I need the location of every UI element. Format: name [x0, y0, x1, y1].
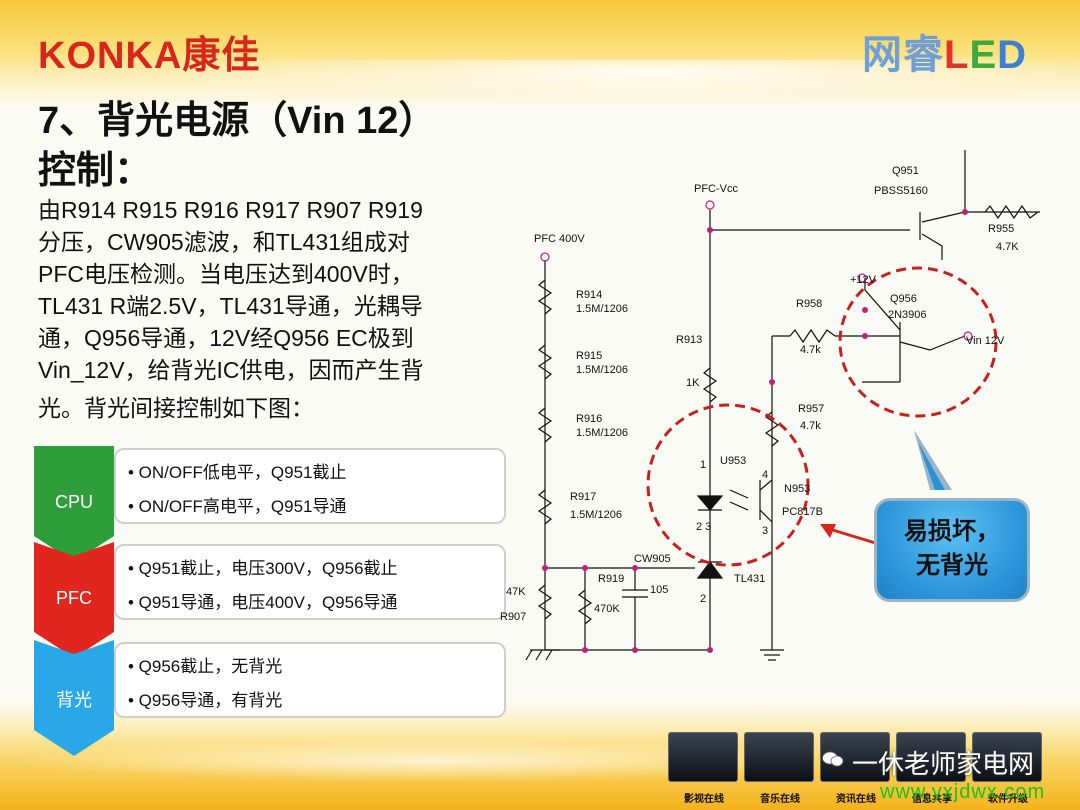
slide-body: 由R914 R915 R916 R917 R907 R919 分压，CW905滤…	[38, 194, 494, 424]
label-r907-val: 47K	[506, 586, 526, 598]
label-r919: R919	[598, 573, 624, 585]
row-box-cpu: • ON/OFF低电平，Q951截止 • ON/OFF高电平，Q951导通	[114, 448, 506, 524]
tile-update-icon	[972, 732, 1042, 782]
bullet: • ON/OFF低电平，Q951截止	[128, 463, 347, 482]
body-line: Vin_12V，给背光IC供电，因而产生背	[38, 357, 424, 383]
label-pfc-vcc: PFC-Vcc	[694, 183, 739, 195]
bullet: • ON/OFF高电平，Q951导通	[128, 497, 347, 516]
table-row-pfc: PFC • Q951截止，电压300V，Q956截止 • Q951导通，电压40…	[34, 542, 506, 658]
label-r957: R957	[798, 403, 824, 415]
konka-logo: KONKA康佳	[38, 35, 261, 77]
body-line: TL431 R端2.5V，TL431导通，光耦导	[38, 293, 423, 319]
watermark-text: 一休老师家电网	[852, 749, 1035, 779]
tile-label: 信息共享	[912, 794, 952, 805]
label-c105: 105	[650, 584, 668, 596]
row-label-pfc: PFC	[56, 588, 92, 608]
wires	[525, 150, 1040, 661]
label-p12v: +12V	[850, 274, 877, 286]
warning-callout: 易损坏， 无背光	[874, 498, 1030, 602]
tile-label: 资讯在线	[836, 794, 876, 805]
highlight-ring-q956	[838, 266, 998, 418]
body-line: 由R914 R915 R916 R917 R907 R919	[38, 197, 423, 223]
led-logo: 网睿LED	[862, 33, 1028, 77]
label-pbss: PBSS5160	[874, 185, 928, 197]
callout-pointer-fill	[918, 442, 945, 490]
tile-music-icon	[744, 732, 814, 782]
label-q951: Q951	[892, 165, 919, 177]
table-row-cpu: CPU • ON/OFF低电平，Q951截止 • ON/OFF高电平，Q951导…	[34, 446, 506, 562]
wechat-icon	[822, 751, 844, 767]
bullet: • Q951截止，电压300V，Q956截止	[128, 559, 398, 578]
bullet: • Q951导通，电压400V，Q956导通	[128, 593, 398, 612]
table-row-backlight: 背光 • Q956截止，无背光 • Q956导通，有背光	[34, 640, 506, 756]
label-r917-val: 1.5M/1206	[570, 509, 622, 521]
row-box-backlight: • Q956截止，无背光 • Q956导通，有背光	[114, 642, 506, 718]
highlight-ring-optocoupler	[646, 403, 810, 567]
label-r914-val: 1.5M/1206	[576, 303, 628, 315]
label-cw905: CW905	[634, 553, 671, 565]
label-pin4: 4	[762, 469, 768, 481]
label-pc817: PC817B	[782, 506, 823, 518]
label-pin1: 1	[700, 459, 706, 471]
label-r958: R958	[796, 298, 822, 310]
label-pin23: 2 3	[696, 521, 711, 533]
label-r916: R916	[576, 413, 602, 425]
callout-pointer	[914, 430, 952, 490]
chevron-backlight	[34, 640, 114, 756]
label-r957-val: 4.7k	[800, 420, 821, 432]
body-line: 分压，CW905滤波，和TL431组成对	[38, 229, 410, 255]
body-line: PFC电压检测。当电压达到400V时，	[38, 261, 414, 287]
label-r958-val: 4.7k	[800, 344, 821, 356]
row-label-backlight: 背光	[56, 690, 92, 710]
label-r913: R913	[676, 334, 702, 346]
circuit-schematic: Q951 PBSS5160 PFC-Vcc R955 4.7K PFC 400V…	[500, 150, 1040, 661]
watermark-url: www.yxjdwx.com	[880, 781, 1046, 803]
label-r914: R914	[576, 289, 602, 301]
label-n953: N953	[784, 483, 810, 495]
label-q956: Q956	[890, 293, 917, 305]
label-2n3906: 2N3906	[888, 309, 927, 321]
chevron-cpu	[34, 446, 114, 562]
bullet: • Q956截止，无背光	[128, 657, 283, 676]
label-r916-val: 1.5M/1206	[576, 427, 628, 439]
row-box-pfc: • Q951截止，电压300V，Q956截止 • Q951导通，电压400V，Q…	[114, 544, 506, 620]
tile-label: 影视在线	[684, 794, 724, 805]
junction-dots	[542, 209, 968, 653]
tile-label: 音乐在线	[760, 794, 800, 805]
body-line: 通，Q956导通，12V经Q956 EC极到	[38, 325, 414, 351]
tile-share-icon	[896, 732, 966, 782]
label-pin2: 2	[700, 593, 706, 605]
row-label-cpu: CPU	[54, 492, 93, 512]
label-r915-val: 1.5M/1206	[576, 364, 628, 376]
tile-label: 软件升级	[988, 794, 1028, 805]
slide-title: 7、背光电源（Vin 12） 控制：	[38, 100, 437, 192]
label-r955-val: 4.7K	[996, 241, 1019, 253]
label-pfc400: PFC 400V	[534, 233, 585, 245]
label-r907: R907	[500, 611, 526, 623]
label-r955: R955	[988, 223, 1014, 235]
label-r917: R917	[570, 491, 596, 503]
label-vin12: Vin 12V	[966, 335, 1005, 347]
label-tl431: TL431	[734, 573, 765, 585]
tile-movie-icon	[668, 732, 738, 782]
label-u953: U953	[720, 455, 746, 467]
label-r913-val: 1K	[686, 377, 700, 389]
label-r915: R915	[576, 350, 602, 362]
red-arrow-icon	[820, 524, 883, 547]
bullet: • Q956导通，有背光	[128, 691, 283, 710]
terminals	[540, 200, 973, 341]
chevron-pfc	[34, 542, 114, 658]
body-line: 光。背光间接控制如下图：	[38, 395, 314, 421]
label-pin3: 3	[762, 525, 768, 537]
label-r919-val: 470K	[594, 603, 620, 615]
header-swoosh	[0, 60, 1080, 120]
